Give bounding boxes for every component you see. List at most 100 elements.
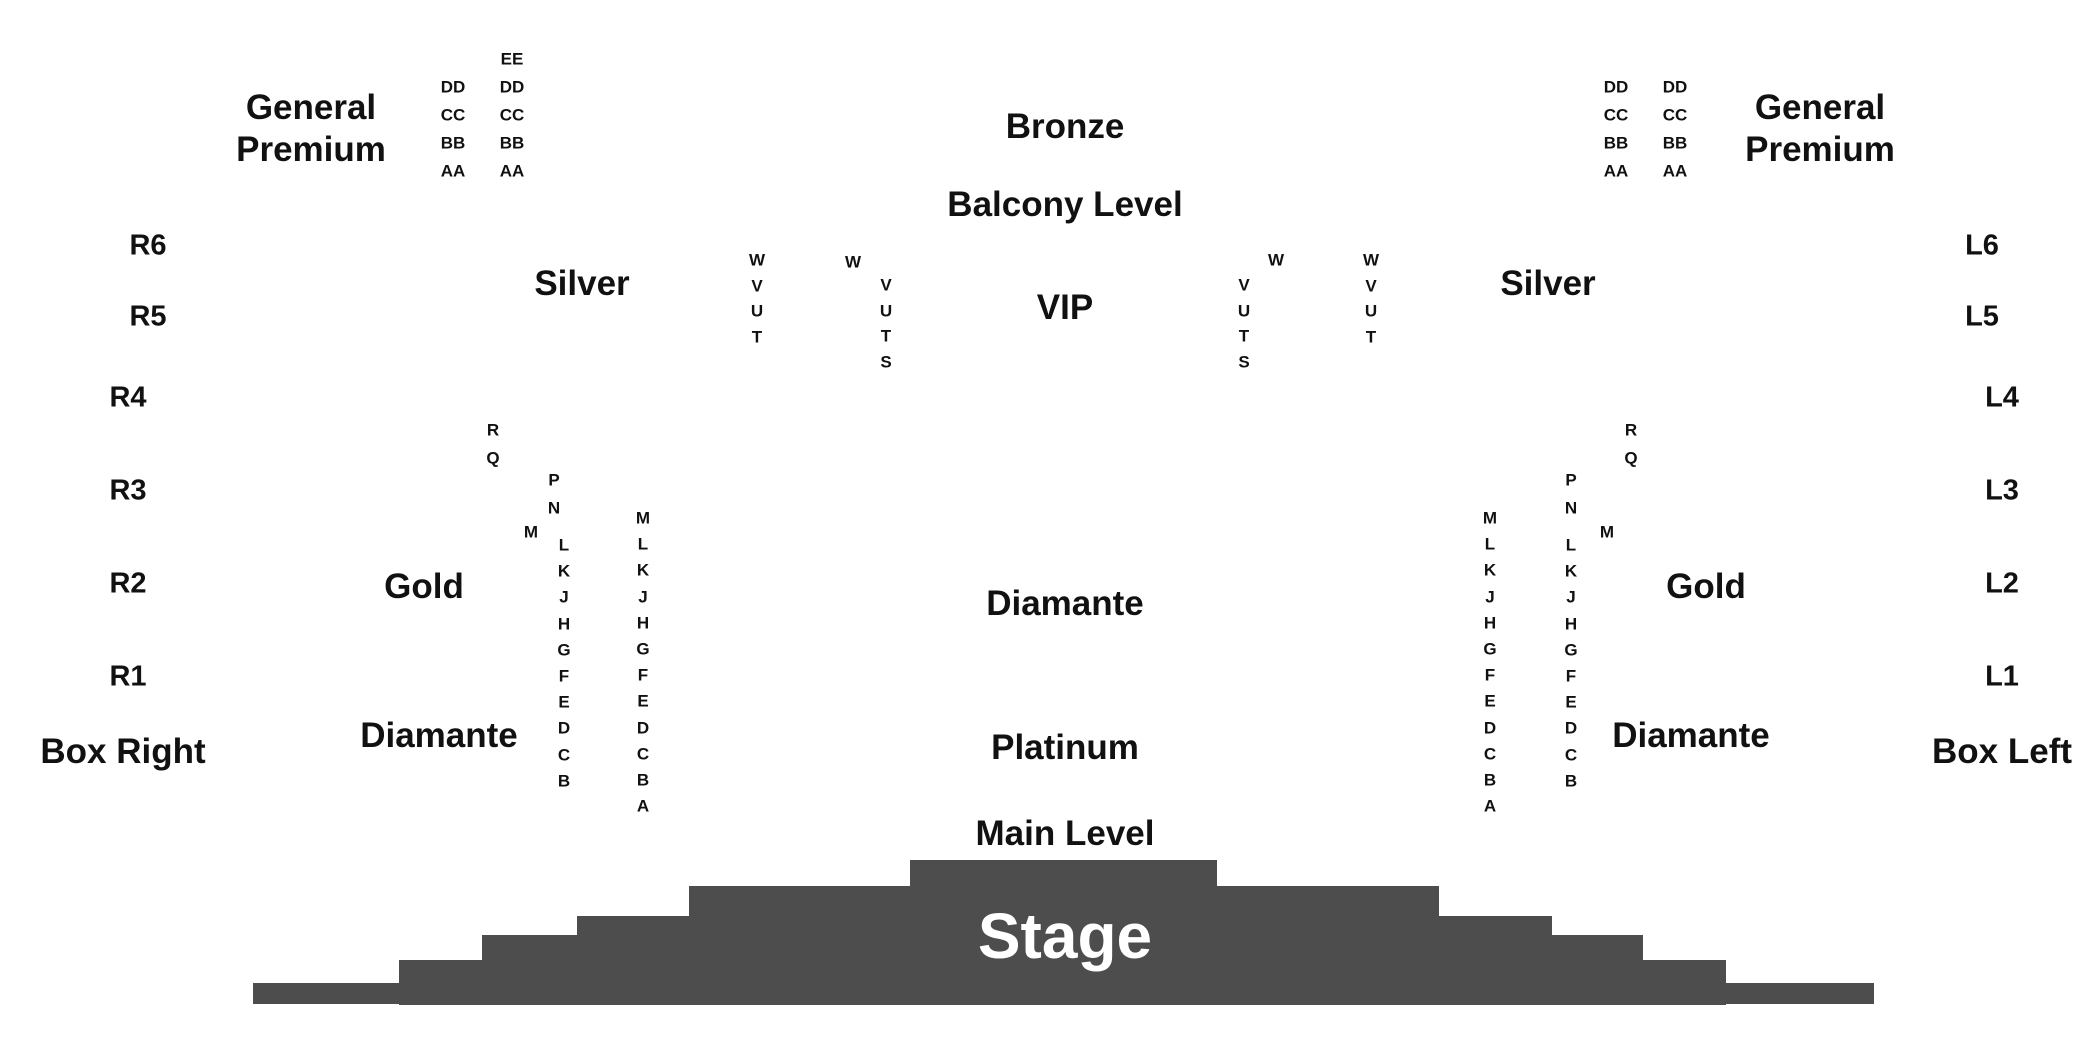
box-r1[interactable]: R1 xyxy=(109,660,147,693)
row-label-main-left-inner: F xyxy=(637,665,649,685)
row-label-gp-right-inner: CC xyxy=(1603,105,1629,125)
row-label-silver-right-inner: T xyxy=(1238,326,1250,346)
row-label-silver-right-outer: T xyxy=(1365,327,1377,346)
row-label-silver-left-inner: S xyxy=(880,352,892,371)
section-silver-right[interactable]: Silver xyxy=(1500,264,1596,303)
row-label-main-right-inner: K xyxy=(1483,560,1497,580)
stage-step xyxy=(910,860,1217,1005)
row-label-main-left-inner: B xyxy=(636,770,650,790)
row-label-main-left-outer: L xyxy=(558,535,570,555)
row-label-silver-left-outer: U xyxy=(750,301,764,321)
row-label-main-right-outer: F xyxy=(1565,666,1577,686)
row-label-silver-left-inner: V xyxy=(880,275,892,295)
section-diamante-left[interactable]: Diamante xyxy=(360,716,518,755)
row-label-gp-left-inner: DD xyxy=(499,77,525,97)
row-label-silver-left-outer: W xyxy=(748,250,766,270)
row-label-main-right-inner: J xyxy=(1485,587,1495,607)
row-label-main-left-inner: K xyxy=(636,560,650,580)
row-label-main-right-inner: E xyxy=(1484,691,1496,711)
row-label-gold-right-rq: R xyxy=(1624,420,1638,440)
row-label-silver-left-w: W xyxy=(844,252,862,272)
row-label-main-right-inner: G xyxy=(1483,639,1497,659)
main-level-label: Main Level xyxy=(975,814,1155,853)
row-label-main-right-outer: E xyxy=(1565,692,1577,712)
row-label-main-right-inner: F xyxy=(1484,665,1496,685)
row-label-gp-left-inner: CC xyxy=(499,105,525,125)
row-label-main-left-outer: B xyxy=(557,771,571,791)
row-label-gp-left-outer: DD xyxy=(440,77,466,97)
section-gold-left[interactable]: Gold xyxy=(384,567,464,606)
section-platinum[interactable]: Platinum xyxy=(991,728,1139,767)
box-r2[interactable]: R2 xyxy=(109,567,147,600)
row-label-silver-left-outer: T xyxy=(751,327,763,346)
row-label-main-left-inner: G xyxy=(636,639,650,659)
box-r3[interactable]: R3 xyxy=(109,474,147,507)
section-bronze[interactable]: Bronze xyxy=(1005,107,1125,146)
row-label-silver-left-outer: V xyxy=(751,276,763,295)
row-label-gp-left-outer: BB xyxy=(440,133,466,153)
row-label-main-right-inner: M xyxy=(1482,508,1498,528)
row-label-main-left-inner: L xyxy=(637,534,649,554)
box-l2[interactable]: L2 xyxy=(1985,567,2019,600)
row-label-silver-right-outer: U xyxy=(1364,301,1378,321)
row-label-gp-right-inner: BB xyxy=(1603,133,1629,153)
row-label-silver-right-inner: V xyxy=(1238,275,1250,295)
row-label-gp-right-inner: AA xyxy=(1603,161,1629,181)
row-label-main-right-outer: D xyxy=(1564,718,1578,738)
section-general-premium-left[interactable]: General Premium xyxy=(236,88,386,169)
row-label-main-left-inner: M xyxy=(635,508,651,528)
row-label-silver-right-inner: S xyxy=(1238,352,1250,371)
box-l6[interactable]: L6 xyxy=(1965,229,1999,262)
row-label-main-left-inner: J xyxy=(638,587,648,607)
box-r4[interactable]: R4 xyxy=(109,381,147,414)
box-l3[interactable]: L3 xyxy=(1985,474,2019,507)
section-vip[interactable]: VIP xyxy=(1036,288,1094,327)
section-diamante-center[interactable]: Diamante xyxy=(986,584,1144,623)
row-label-main-left-outer: C xyxy=(557,745,571,765)
stage-label: Stage xyxy=(977,900,1153,972)
section-general-premium-right[interactable]: General Premium xyxy=(1745,88,1895,169)
row-label-main-right-outer: G xyxy=(1564,640,1578,660)
row-label-main-right-inner: L xyxy=(1484,534,1496,554)
row-label-main-right-outer: K xyxy=(1564,561,1578,581)
row-label-main-right-outer: J xyxy=(1566,587,1576,607)
row-label-main-left-inner: D xyxy=(636,718,650,738)
row-label-main-left-outer: K xyxy=(557,561,571,581)
row-label-main-left-outer: D xyxy=(557,718,571,738)
row-label-gold-left-rq: Q xyxy=(486,448,500,468)
row-label-gold-left-pn: P xyxy=(548,470,560,490)
row-label-silver-right-inner: U xyxy=(1237,301,1251,320)
row-label-gp-right-outer: CC xyxy=(1662,105,1688,125)
row-label-gold-right-m: M xyxy=(1599,522,1615,542)
box-right-label: Box Right xyxy=(40,732,206,771)
row-label-main-left-outer: G xyxy=(557,640,571,660)
section-silver-left[interactable]: Silver xyxy=(534,264,630,303)
row-label-gp-left-inner: BB xyxy=(499,133,525,153)
row-label-silver-right-outer: W xyxy=(1362,250,1380,270)
box-r5[interactable]: R5 xyxy=(129,300,167,333)
box-r6[interactable]: R6 xyxy=(129,229,167,262)
box-l4[interactable]: L4 xyxy=(1985,381,2019,414)
row-label-main-right-outer: L xyxy=(1565,535,1577,555)
section-gold-right[interactable]: Gold xyxy=(1666,567,1746,606)
row-label-gp-right-outer: BB xyxy=(1662,133,1688,153)
row-label-main-right-inner: H xyxy=(1483,613,1497,633)
row-label-main-right-inner: B xyxy=(1483,770,1497,790)
row-label-main-right-outer: H xyxy=(1564,614,1578,634)
row-label-gp-left-outer: AA xyxy=(440,161,466,181)
row-label-gold-right-rq: Q xyxy=(1624,448,1638,468)
row-label-gold-left-rq: R xyxy=(486,420,500,440)
row-label-gp-right-inner: DD xyxy=(1603,77,1629,97)
box-l5[interactable]: L5 xyxy=(1965,300,1999,333)
row-label-main-left-outer: E xyxy=(558,692,570,712)
row-label-main-right-inner: D xyxy=(1483,718,1497,738)
row-label-gp-left-inner: AA xyxy=(499,161,525,181)
section-diamante-right[interactable]: Diamante xyxy=(1612,716,1770,755)
row-label-main-left-inner: A xyxy=(636,796,650,816)
row-label-gold-right-pn: N xyxy=(1564,498,1578,518)
row-label-main-left-outer: H xyxy=(557,614,571,634)
row-label-main-left-inner: C xyxy=(636,744,650,764)
balcony-level-label: Balcony Level xyxy=(947,185,1183,224)
box-l1[interactable]: L1 xyxy=(1985,660,2019,693)
